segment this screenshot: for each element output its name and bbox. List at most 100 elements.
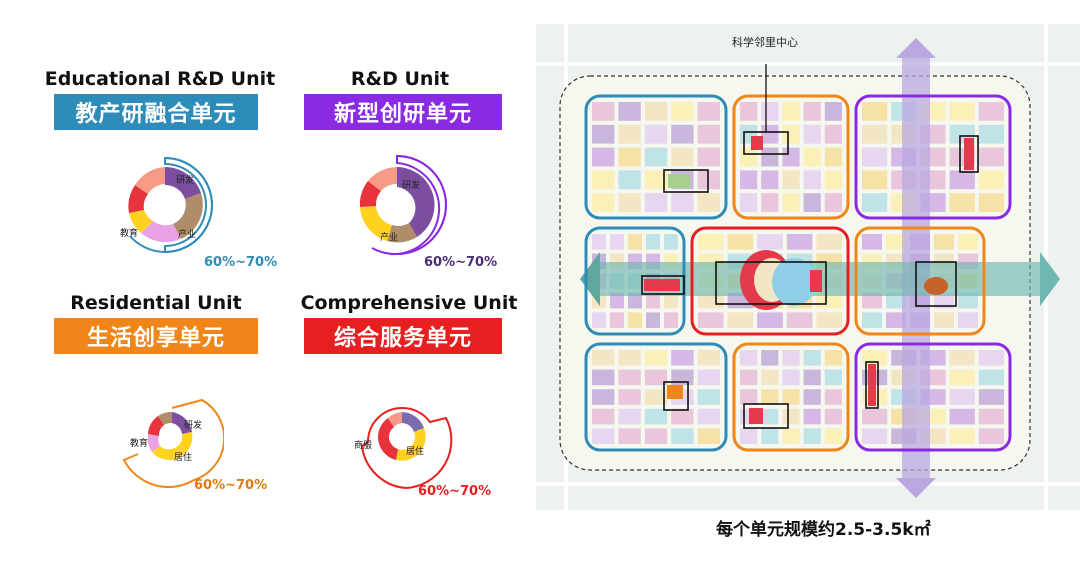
land-use-block: [698, 312, 724, 328]
land-use-block: [862, 147, 888, 167]
land-use-block: [592, 170, 615, 190]
land-use-block: [697, 389, 720, 405]
unit-residential-en: Residential Unit: [70, 292, 242, 314]
label-yanfa-res: 研发: [184, 419, 202, 431]
center-box: [959, 135, 979, 173]
land-use-block: [664, 292, 678, 309]
label-chanye: 产业: [178, 228, 196, 240]
label-juzhu-comp: 居住: [406, 445, 424, 457]
land-use-block: [618, 193, 641, 212]
land-use-block: [618, 428, 641, 444]
land-use-block: [782, 102, 800, 121]
land-use-block: [886, 292, 906, 309]
land-use-block: [786, 312, 813, 328]
percent-rd: 60%~70%: [424, 255, 498, 270]
land-use-block: [958, 234, 978, 250]
land-use-block: [761, 193, 779, 212]
land-use-block: [816, 312, 842, 328]
land-use-block: [824, 408, 842, 425]
land-use-block: [782, 369, 800, 386]
land-use-block: [978, 102, 1004, 121]
land-use-block: [671, 124, 694, 144]
land-use-block: [628, 292, 642, 309]
land-use-block: [761, 428, 779, 444]
land-use-block: [664, 312, 678, 328]
land-use-block: [978, 389, 1004, 405]
land-use-block: [761, 389, 779, 405]
land-use-block: [757, 234, 783, 250]
unit-frame-7: [584, 342, 728, 452]
land-use-block: [978, 408, 1004, 425]
center-box: [743, 403, 789, 429]
center-box: [865, 361, 879, 409]
land-use-block: [949, 428, 975, 444]
land-use-block: [592, 428, 615, 444]
land-use-block: [816, 234, 842, 250]
land-use-block: [949, 170, 975, 190]
land-use-block: [740, 428, 758, 444]
land-use-block: [592, 408, 615, 425]
land-use-block: [698, 234, 724, 250]
unit-frame-6: [854, 226, 986, 336]
land-use-block: [618, 147, 641, 167]
land-use-block: [803, 408, 821, 425]
label-juzhu-res: 居住: [174, 451, 192, 463]
land-use-block: [618, 170, 641, 190]
percent-comprehensive: 60%~70%: [418, 484, 492, 499]
land-use-block: [592, 234, 606, 250]
land-use-block: [610, 292, 624, 309]
land-use-block: [824, 124, 842, 144]
land-use-block: [934, 234, 954, 250]
land-use-block: [644, 147, 668, 167]
land-use-block: [664, 234, 678, 250]
land-use-block: [803, 193, 821, 212]
land-use-block: [761, 408, 779, 425]
land-use-block: [697, 408, 720, 425]
land-use-block: [782, 147, 800, 167]
land-use-block: [740, 193, 758, 212]
land-use-block: [646, 292, 660, 309]
unit-frame-9: [854, 342, 1012, 452]
land-use-block: [958, 292, 978, 309]
land-use-block: [671, 408, 694, 425]
label-yanfa-rd: 研发: [402, 179, 420, 191]
land-use-block: [644, 428, 668, 444]
land-use-block: [740, 170, 758, 190]
land-use-block: [592, 102, 615, 121]
land-use-block: [803, 102, 821, 121]
land-use-block: [949, 193, 975, 212]
land-use-block: [671, 369, 694, 386]
land-use-block: [740, 350, 758, 366]
land-use-block: [761, 102, 779, 121]
land-use-block: [618, 124, 641, 144]
land-use-block: [697, 102, 720, 121]
land-use-block: [644, 408, 668, 425]
land-use-block: [934, 312, 954, 328]
unit-frame-3: [854, 94, 1012, 220]
land-use-block: [886, 312, 906, 328]
unit-rd-en: R&D Unit: [350, 68, 450, 90]
land-use-block: [958, 312, 978, 328]
unit-frame-8: [732, 342, 850, 452]
land-use-block: [782, 124, 800, 144]
land-use-block: [740, 147, 758, 167]
land-use-block: [740, 102, 758, 121]
land-use-block: [644, 170, 668, 190]
unit-layout-map: 科学邻里中心: [536, 24, 1080, 510]
land-use-block: [618, 102, 641, 121]
land-use-block: [949, 369, 975, 386]
land-use-block: [862, 124, 888, 144]
land-use-block: [628, 312, 642, 328]
land-use-block: [949, 389, 975, 405]
land-use-block: [697, 350, 720, 366]
land-use-block: [610, 234, 624, 250]
map-annotation: 科学邻里中心: [732, 35, 798, 49]
unit-rd-cn: 新型创研单元: [304, 94, 502, 130]
label-jiaoyu: 教育: [120, 227, 138, 239]
unit-educational-cn: 教产研融合单元: [54, 94, 258, 130]
donut-residential: 研发 居住 教育: [122, 398, 224, 488]
center-box: [641, 275, 685, 295]
land-use-block: [592, 369, 615, 386]
land-use-block: [761, 369, 779, 386]
land-use-block: [644, 369, 668, 386]
